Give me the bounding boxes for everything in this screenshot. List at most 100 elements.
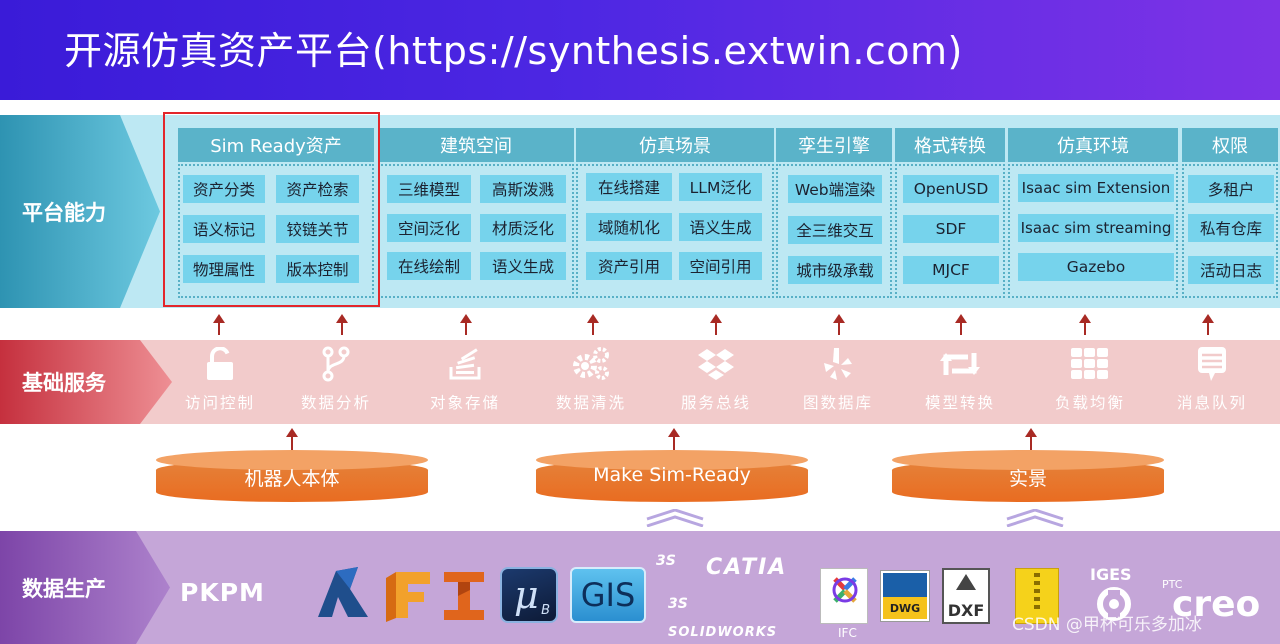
catia-logo: CATIA [706,555,788,580]
creo-logo: creo [1172,584,1261,625]
up-arrow [1025,428,1037,450]
gis-logo: GIS [570,567,646,623]
service-label: 消息队列 [1176,394,1247,412]
module-cell: 资产分类 [183,175,265,203]
iges-mark-icon [1097,587,1131,621]
iges-logo: IGES [1090,565,1132,584]
module-cell: 在线绘制 [387,252,471,280]
module-body: Web端渲染 全三维交互 城市级承载 [776,164,892,298]
module-cell: 物理属性 [183,255,265,283]
basic-band-label: 基础服务 [0,340,172,424]
grid-icon [1040,345,1140,383]
stack-icon [415,345,515,383]
module-cell: Isaac sim streaming [1018,214,1174,242]
pkpm-logo: PKPM [180,578,265,607]
module-cell: 铰链关节 [276,215,359,243]
up-arrow [587,314,599,335]
double-chevron-up-icon [646,509,704,527]
module-cell: 全三维交互 [788,216,882,244]
module-cell: 高斯泼溅 [480,175,566,203]
up-arrow [336,314,348,335]
watermark: CSDN @甲杯可乐多加冰 [1012,615,1202,635]
service-label: 访问控制 [184,394,255,412]
zip-file-icon [1015,568,1059,624]
service-label: 图数据库 [802,394,873,412]
service-label: 负载均衡 [1054,394,1125,412]
gears-icon [541,345,641,383]
module-body: OpenUSD SDF MJCF [895,164,1005,298]
module-cell: 语义生成 [679,213,762,241]
retweet-icon [910,345,1010,383]
service-data-analysis: 数据分析 [286,345,386,413]
platform-band-label: 平台能力 [0,115,160,308]
ifc-label: IFC [838,626,857,640]
header-banner: 开源仿真资产平台(https://synthesis.extwin.com) [0,0,1280,100]
module-title: 仿真环境 [1008,128,1178,162]
service-label: 服务总线 [680,394,751,412]
up-arrow [460,314,472,335]
cylinder-make-sim-ready: Make Sim-Ready [536,450,808,502]
cylinder-label: 实景 [1008,468,1047,490]
dropbox-icon [666,345,766,383]
service-label: 模型转换 [924,394,995,412]
module-cell: 语义标记 [183,215,265,243]
module-cell: 语义生成 [480,252,566,280]
module-cell: OpenUSD [903,175,999,203]
unlock-icon [170,345,270,383]
service-label: 数据分析 [300,394,371,412]
module-cell: 版本控制 [276,255,359,283]
module-title: 格式转换 [895,128,1005,162]
service-object-storage: 对象存储 [415,345,515,413]
up-arrow [1079,314,1091,335]
service-graph-database: 图数据库 [788,345,888,413]
page-title: 开源仿真资产平台(https://synthesis.extwin.com) [64,29,963,73]
module-body: 三维模型 高斯泼溅 空间泛化 材质泛化 在线绘制 语义生成 [378,164,574,298]
revit-logo-icon [318,567,368,617]
ifc-file-icon [820,568,868,624]
module-title: 仿真场景 [576,128,774,162]
service-message-queue: 消息队列 [1162,345,1262,413]
service-label: 数据清洗 [555,394,626,412]
cylinder-label: 机器人本体 [244,468,340,490]
module-cell: 资产检索 [276,175,359,203]
yelp-icon [788,345,888,383]
service-model-conversion: 模型转换 [910,345,1010,413]
module-cell: MJCF [903,256,999,284]
message-icon [1162,345,1262,383]
module-title: 建筑空间 [378,128,574,162]
module-cell: 私有仓库 [1188,214,1274,242]
module-cell: Gazebo [1018,253,1174,281]
up-arrow [286,428,298,450]
module-body: 在线搭建 LLM泛化 域随机化 语义生成 资产引用 空间引用 [576,164,774,298]
module-cell: 城市级承载 [788,256,882,284]
module-cell: 资产引用 [586,252,672,280]
data-band-label: 数据生产 [0,531,170,644]
up-arrow [955,314,967,335]
service-data-cleaning: 数据清洗 [541,345,641,413]
up-arrow [833,314,845,335]
module-body: Isaac sim Extension Isaac sim streaming … [1008,164,1178,298]
up-arrow [710,314,722,335]
ds-mark-icon: 3S [668,596,688,612]
module-cell: LLM泛化 [679,173,762,201]
module-permissions: 权限 多租户 私有仓库 活动日志 [1182,128,1278,298]
module-sim-ready-assets: Sim Ready资产 资产分类 资产检索 语义标记 铰链关节 物理属性 版本控… [178,128,374,298]
module-title: 孪生引擎 [776,128,892,162]
cylinder-label: Make Sim-Ready [593,464,751,486]
module-building-space: 建筑空间 三维模型 高斯泼溅 空间泛化 材质泛化 在线绘制 语义生成 [378,128,574,298]
module-body: 多租户 私有仓库 活动日志 [1182,164,1278,298]
module-cell: 在线搭建 [586,173,672,201]
highlight-frame [163,112,380,307]
microstation-logo-icon: μ B [500,567,558,623]
module-sim-scene: 仿真场景 在线搭建 LLM泛化 域随机化 语义生成 资产引用 空间引用 [576,128,774,298]
dxf-file-icon: DXF [942,568,990,624]
formit-logo-icon [386,572,430,622]
module-cell: 多租户 [1188,175,1274,203]
module-cell: Web端渲染 [788,175,882,203]
module-twin-engine: 孪生引擎 Web端渲染 全三维交互 城市级承载 [776,128,892,298]
module-cell: 材质泛化 [480,214,566,242]
ds-mark-icon: 3S [656,553,676,569]
module-cell: 域随机化 [586,213,672,241]
module-sim-environment: 仿真环境 Isaac sim Extension Isaac sim strea… [1008,128,1178,298]
service-load-balancing: 负载均衡 [1040,345,1140,413]
